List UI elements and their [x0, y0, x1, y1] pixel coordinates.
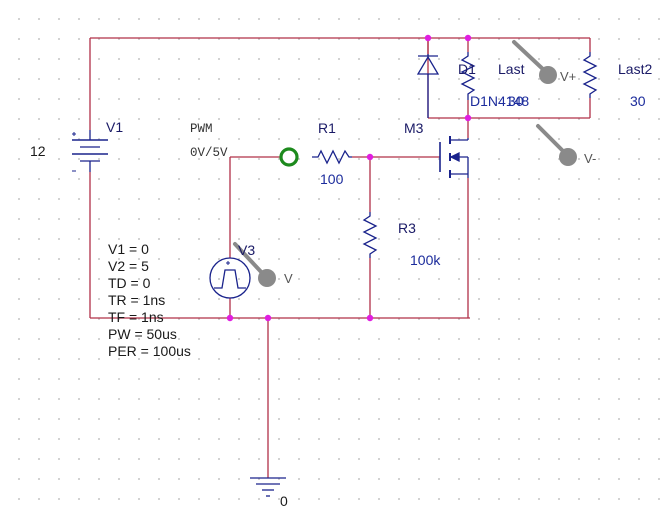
last2-value: 30 [630, 93, 646, 109]
wires [89, 37, 591, 478]
diode-d1 [416, 54, 440, 118]
probe-v-plus [512, 40, 557, 84]
probe-v-label: V [284, 271, 293, 286]
probe-v-minus [536, 124, 577, 166]
pulse-param: V2 = 5 [108, 258, 149, 274]
mosfet-name: M3 [404, 120, 424, 136]
pulse-source-name: V3 [238, 242, 255, 258]
node-dot [366, 153, 374, 161]
node-dot [264, 314, 272, 322]
node-dot [366, 314, 374, 322]
r1-name: R1 [318, 120, 336, 136]
pwm-net-marker [279, 147, 299, 167]
battery-v1 [72, 130, 108, 172]
battery-value: 12 [30, 143, 46, 159]
node-dot [226, 314, 234, 322]
node-dot [464, 114, 472, 122]
pwm-net-name: PWM [190, 122, 213, 136]
diode-model: D1N4148 [470, 93, 529, 109]
battery-name: V1 [106, 119, 123, 135]
pulse-param: TR = 1ns [108, 292, 165, 308]
mosfet-m3 [439, 136, 469, 178]
last-value: 30 [508, 93, 524, 109]
resistor-last2 [582, 52, 598, 98]
probe-v-pulse [233, 242, 276, 287]
last-name: Last [498, 61, 525, 77]
resistor-last [460, 52, 476, 100]
r3-name: R3 [398, 220, 416, 236]
r3-value: 100k [410, 252, 441, 268]
components [72, 52, 598, 497]
pulse-param: V1 = 0 [108, 241, 149, 257]
pulse-param: PW = 50us [108, 326, 177, 342]
node-junctions [226, 34, 472, 322]
node-dot [464, 34, 472, 42]
r1-value: 100 [320, 171, 344, 187]
ground-label: 0 [280, 493, 288, 509]
labels: 12 V1 PWM 0V/5V R1 100 R3 100k M3 D1 D1N… [30, 61, 652, 509]
pulse-param: PER = 100us [108, 343, 191, 359]
probes [233, 40, 577, 287]
probe-vplus-label: V+ [560, 69, 576, 84]
pulse-param: TF = 1ns [108, 309, 164, 325]
resistor-r3 [362, 212, 378, 258]
probe-vminus-label: V- [584, 151, 596, 166]
ground-symbol [250, 477, 286, 497]
node-dot [424, 34, 432, 42]
diode-name: D1 [458, 61, 476, 77]
pulse-param: TD = 0 [108, 275, 151, 291]
pulse-source-v3 [209, 257, 251, 299]
pwm-range: 0V/5V [190, 146, 228, 160]
last2-name: Last2 [618, 61, 652, 77]
resistor-r1 [312, 149, 352, 165]
